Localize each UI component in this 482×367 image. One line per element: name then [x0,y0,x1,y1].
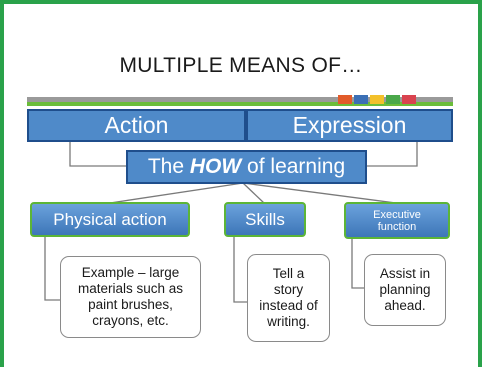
executive-label-line-1: Executive [373,208,421,221]
expression-box: Expression [246,109,453,142]
how-of-learning-box: The HOW of learning [126,150,367,184]
note-2-line-3: instead of [259,298,318,313]
note-3-line-1: Assist in [379,266,431,281]
connector-physical [109,182,244,204]
skills-label: Skills [245,209,285,229]
physical-action-note: Example – large materials such as paint … [60,256,201,338]
action-box: Action [27,109,246,142]
expression-label: Expression [292,112,407,138]
how-suffix: of learning [241,155,346,178]
logo-strip [338,95,416,104]
connector-note-2 [233,236,252,303]
connector-action [69,141,127,167]
connector-executive [242,182,397,204]
how-prefix: The [147,155,190,178]
note-2-line-1: Tell a [272,266,305,281]
skills-box: Skills [224,202,306,237]
how-emphasis: HOW [189,155,242,178]
note-1-line-1: Example – large [81,265,180,280]
note-1-line-2: materials such as [77,281,184,296]
note-1-line-3: paint brushes, [88,297,173,312]
note-2-line-2: story [273,282,304,297]
note-2-line-4: writing. [267,314,310,329]
note-3-line-2: planning [379,282,431,297]
connector-note-1 [44,236,62,301]
action-label: Action [104,112,169,138]
connector-expression [366,141,418,167]
note-1-line-4: crayons, etc. [92,313,169,328]
physical-action-label: Physical action [53,209,167,229]
executive-function-note: Assist in planning ahead. [364,254,446,326]
note-3-line-3: ahead. [384,298,426,313]
executive-function-box: Executive function [344,202,450,239]
connector-skills [242,182,265,204]
title-divider [27,97,453,102]
title-divider-accent [27,102,453,106]
slide-title: MULTIPLE MEANS OF… [119,54,363,77]
connector-note-3 [351,238,366,289]
skills-note: Tell a story instead of writing. [247,254,330,342]
physical-action-box: Physical action [30,202,190,237]
executive-label-line-2: function [377,220,417,233]
